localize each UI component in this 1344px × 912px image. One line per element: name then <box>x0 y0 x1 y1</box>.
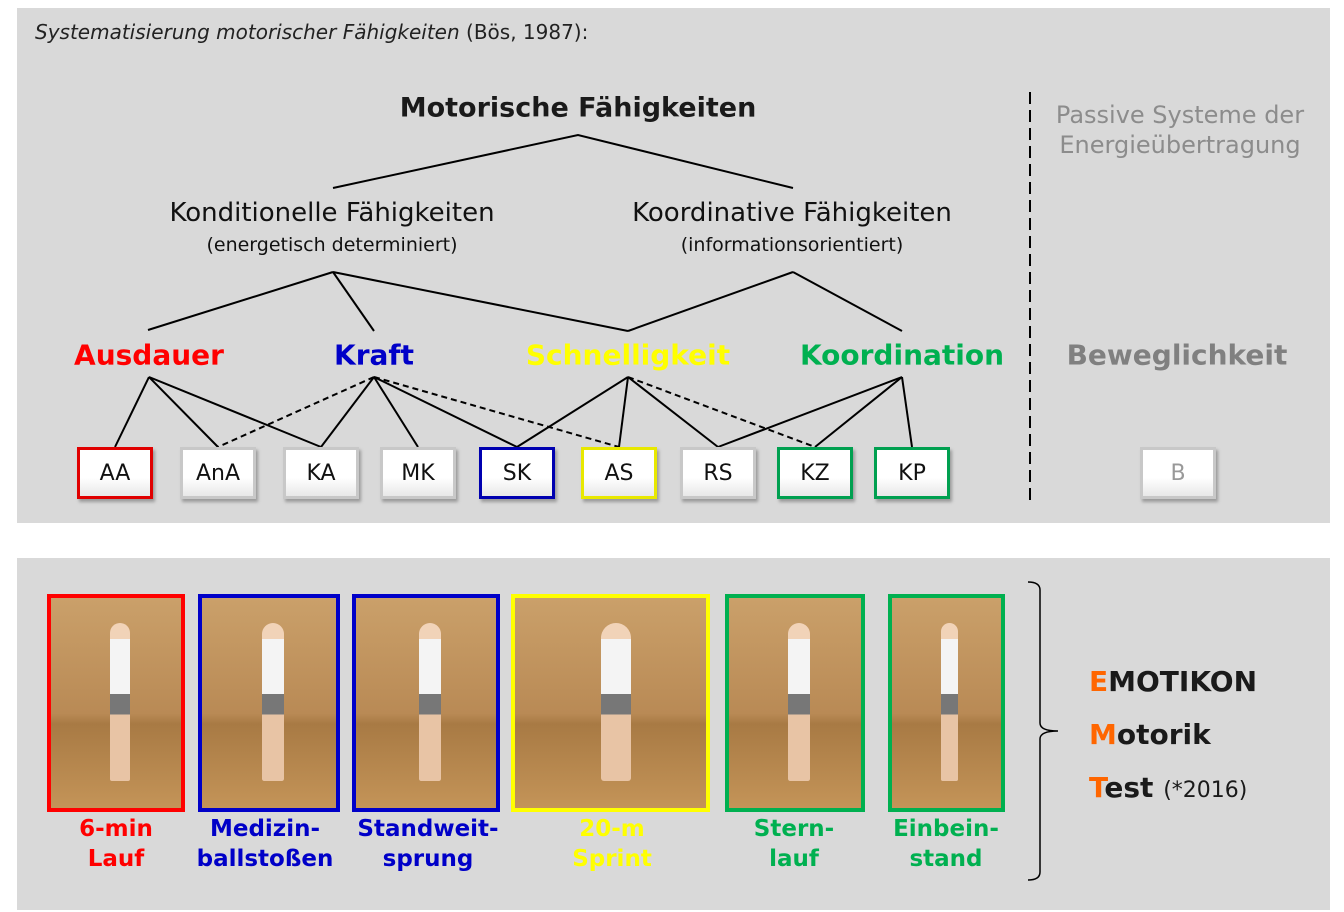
box-rs: RS <box>680 447 756 499</box>
photo-sternlauf <box>725 594 865 812</box>
header-title: Systematisierung motorischer Fähigkeiten… <box>35 20 589 44</box>
passive-systems-line1: Passive Systeme der <box>1055 101 1305 129</box>
category-schnelligkeit: Schnelligkeit <box>525 338 731 372</box>
test-label-standweitsprung: Standweit-sprung <box>357 816 499 872</box>
category-kraft: Kraft <box>334 338 414 372</box>
box-ka: KA <box>283 447 359 499</box>
test-line: Test (*2016) <box>1089 771 1248 804</box>
coordinative-node: Koordinative Fähigkeiten <box>632 198 952 228</box>
box-aa: AA <box>77 447 153 499</box>
photo-20m-sprint <box>511 594 710 812</box>
box-mk: MK <box>380 447 456 499</box>
emotikon-line: EMOTIKON <box>1089 665 1257 698</box>
test-label-sternlauf: Stern-lauf <box>753 816 835 872</box>
category-ausdauer: Ausdauer <box>74 338 224 372</box>
root-node: Motorische Fähigkeiten <box>399 92 757 124</box>
box-kz: KZ <box>777 447 853 499</box>
photo-medizinballstossen <box>198 594 340 812</box>
category-koordination: Koordination <box>799 338 1005 372</box>
box-as: AS <box>581 447 657 499</box>
photo-standweitsprung <box>352 594 500 812</box>
motorik-line: Motorik <box>1089 718 1211 751</box>
conditional-subtitle: (energetisch determiniert) <box>206 234 458 256</box>
box-ana: AnA <box>180 447 256 499</box>
photo-6min-lauf <box>47 594 185 812</box>
passive-systems-line2: Energieübertragung <box>1059 131 1301 159</box>
coordinative-subtitle: (informationsorientiert) <box>680 234 904 256</box>
box-b: B <box>1140 447 1216 499</box>
taxonomy-panel <box>17 8 1330 523</box>
test-label-einbeinstand: Einbein-stand <box>893 816 999 872</box>
test-label-medizinballstossen: Medizin-ballstoßen <box>196 816 334 872</box>
category-beweglichkeit: Beweglichkeit <box>1066 338 1288 372</box>
conditional-node: Konditionelle Fähigkeiten <box>169 198 495 228</box>
photo-einbeinstand <box>888 594 1005 812</box>
box-sk: SK <box>479 447 555 499</box>
box-kp: KP <box>874 447 950 499</box>
